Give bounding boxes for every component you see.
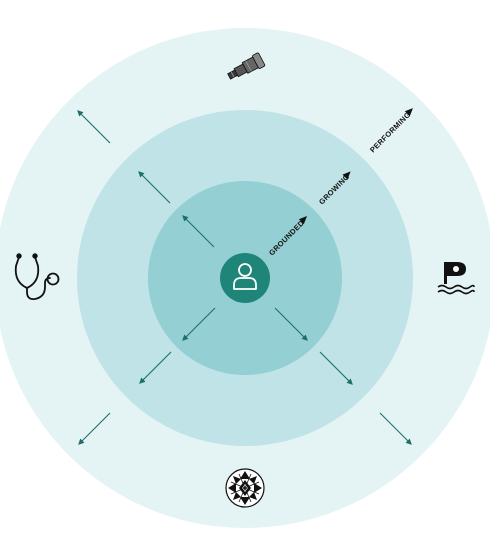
arrow-outer-se [379, 412, 412, 445]
arrow-inner-se [274, 307, 308, 341]
telescope-icon [227, 52, 266, 80]
arrow-middle-sw [139, 351, 172, 384]
geometric-mandala-icon [225, 468, 265, 508]
arrow-outer-sw [78, 412, 111, 445]
label-arrowhead [298, 216, 308, 225]
arrow-inner-sw [182, 307, 216, 341]
center-person-badge [220, 253, 270, 303]
stethoscope-icon [14, 253, 60, 301]
person-icon [233, 263, 257, 290]
arrow-middle-se [319, 351, 353, 385]
inner-arrows [182, 215, 308, 341]
label-arrowhead [342, 171, 351, 180]
arrow-inner-nw [182, 215, 215, 248]
arrow-middle-nw [138, 171, 171, 204]
diver-flag-icon [437, 262, 475, 295]
label-arrowhead [404, 108, 413, 117]
outer-arrows [77, 110, 412, 445]
arrow-outer-nw [77, 110, 111, 144]
middle-arrows [138, 171, 353, 385]
